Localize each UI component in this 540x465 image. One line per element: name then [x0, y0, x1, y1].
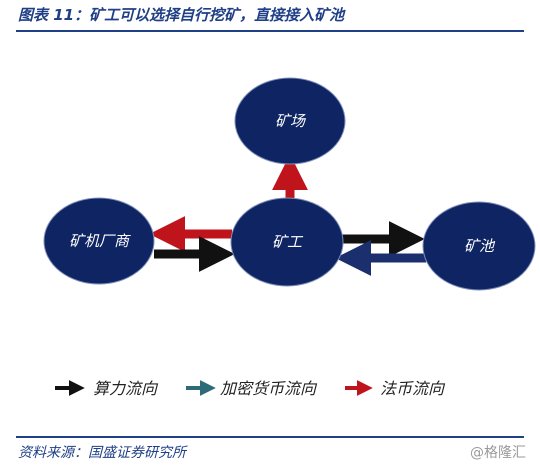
legend-label-fiat: 法币流向 [380, 379, 446, 398]
node-manufacturer-label: 矿机厂商 [69, 232, 131, 250]
node-miner-label: 矿工 [272, 233, 304, 251]
watermark: @格隆汇 [470, 445, 526, 461]
node-pool: 矿池 [422, 201, 536, 291]
legend-label-crypto: 加密货币流向 [220, 379, 318, 398]
node-pool-label: 矿池 [464, 237, 496, 255]
legend-label-computing-power: 算力流向 [93, 379, 159, 398]
node-mine-field: 矿场 [234, 77, 346, 165]
node-mine-field-label: 矿场 [275, 112, 307, 130]
node-miner: 矿工 [230, 197, 344, 287]
figure-title: 图表 11：矿工可以选择自行挖矿，直接接入矿池 [18, 6, 345, 24]
footer-divider [16, 436, 524, 438]
legend: 算力流向 加密货币流向 法币流向 [55, 379, 446, 398]
source-note: 资料来源：国盛证券研究所 [18, 445, 186, 461]
title-divider [16, 30, 524, 32]
node-manufacturer: 矿机厂商 [43, 197, 155, 285]
